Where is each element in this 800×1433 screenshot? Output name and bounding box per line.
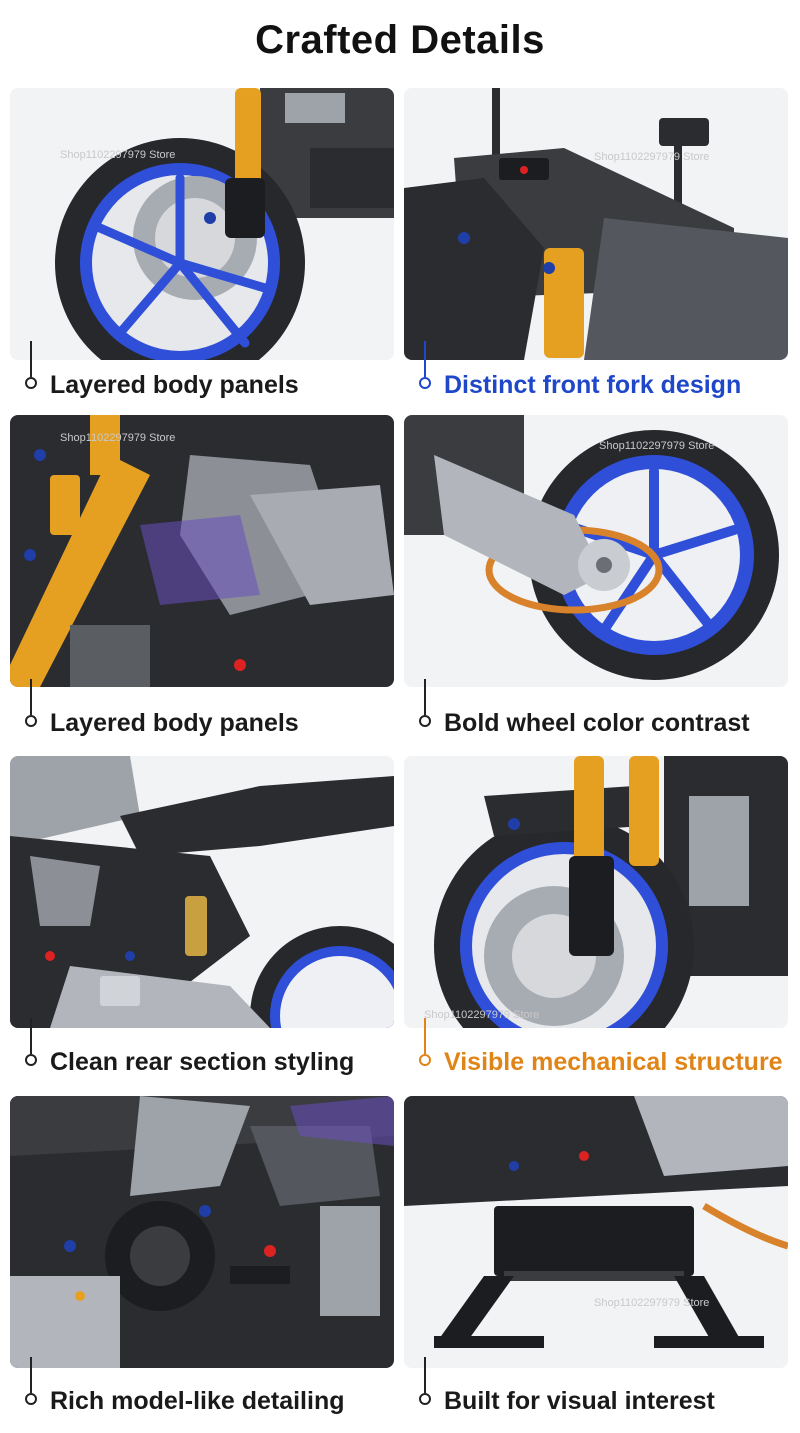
caption-text: Layered body panels: [50, 708, 299, 737]
caption-8: Built for visual interest: [418, 1357, 715, 1421]
caption-2: Distinct front fork design: [418, 341, 742, 405]
watermark-text: Shop1102297979 Store: [594, 1297, 709, 1309]
photo-engine-detail: [10, 1096, 394, 1368]
caption-text: Rich model-like detailing: [50, 1386, 345, 1415]
caption-6: Visible mechanical structure: [418, 1018, 783, 1082]
photo-rear-seat-section: [10, 756, 394, 1028]
watermark-text: Shop1102297979 Store: [60, 432, 175, 444]
watermark-text: Shop1102297979 Store: [424, 1009, 539, 1021]
caption-4: Bold wheel color contrast: [418, 679, 750, 743]
caption-7: Rich model-like detailing: [24, 1357, 345, 1421]
caption-text: Built for visual interest: [444, 1386, 715, 1415]
caption-text: Visible mechanical structure: [444, 1047, 783, 1076]
photo-front-wheel-brake: Shop1102297979 Store: [10, 88, 394, 360]
caption-text: Clean rear section styling: [50, 1047, 355, 1076]
caption-1: Layered body panels: [24, 341, 299, 405]
photo-side-body-panels: Shop1102297979 Store: [10, 415, 394, 687]
photo-rear-wheel-chain: Shop1102297979 Store: [404, 415, 788, 687]
photo-display-stand: Shop1102297979 Store: [404, 1096, 788, 1368]
caption-text: Bold wheel color contrast: [444, 708, 750, 737]
caption-text: Distinct front fork design: [444, 370, 742, 399]
watermark-text: Shop1102297979 Store: [599, 440, 714, 452]
caption-5: Clean rear section styling: [24, 1018, 355, 1082]
photo-front-suspension: Shop1102297979 Store: [404, 756, 788, 1028]
watermark-text: Shop1102297979 Store: [594, 151, 709, 163]
caption-text: Layered body panels: [50, 370, 299, 399]
caption-3: Layered body panels: [24, 679, 299, 743]
page-title: Crafted Details: [255, 18, 545, 62]
photo-handlebar-fork: Shop1102297979 Store: [404, 88, 788, 360]
watermark-text: Shop1102297979 Store: [60, 149, 175, 161]
